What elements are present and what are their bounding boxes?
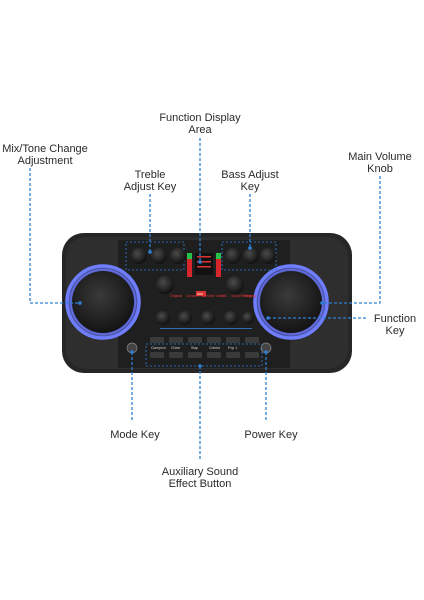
label-function-key-line1: Function (373, 313, 417, 325)
print-singing: Singing (244, 294, 256, 298)
label-main-volume-line2: Knob (367, 163, 393, 175)
label-mix-tone-line2: Adjustment (17, 155, 73, 167)
label-bass: Bass Adjust Key (210, 169, 290, 193)
print-concert: Concert Hall (186, 294, 205, 298)
mic-knob-right[interactable] (226, 276, 244, 294)
function-key-row[interactable] (156, 311, 254, 329)
print-original: Original (170, 294, 182, 298)
aux-label-3: Slap (191, 346, 198, 350)
aux-button-row[interactable] (145, 337, 263, 367)
print-mc: MC (222, 294, 228, 298)
aux-label-5: Pop 1 (228, 346, 237, 350)
label-bass-line2: Key (240, 181, 260, 193)
label-aux-sound-line1: Auxiliary Sound (161, 466, 239, 478)
print-vocal: Vocal Reverb (231, 294, 252, 298)
aux-label-2: Cheer (171, 346, 181, 350)
label-function-display-line1: Function Display (159, 112, 241, 124)
label-main-volume: Main Volume Knob (338, 151, 422, 175)
bass-knobs[interactable] (221, 241, 277, 271)
label-bass-line1: Bass Adjust (221, 169, 279, 181)
label-function-key-line2: Key (385, 325, 405, 337)
label-aux-sound: Auxiliary Sound Effect Button (145, 466, 255, 490)
label-function-display-line2: Area (188, 124, 212, 136)
right-jog-wheel[interactable] (253, 264, 329, 340)
label-mode-key: Mode Key (110, 429, 160, 441)
label-mix-tone-line1: Mix/Tone Change (2, 143, 88, 155)
aux-label-4: Cdedol (209, 346, 220, 350)
print-brand: ooo (197, 292, 203, 296)
label-function-key: Function Key (366, 313, 424, 337)
treble-knobs[interactable] (125, 241, 186, 271)
left-jog-wheel[interactable] (65, 264, 141, 340)
label-treble-line1: Treble (134, 169, 166, 181)
label-treble: Treble Adjust Key (110, 169, 190, 193)
label-mix-tone: Mix/Tone Change Adjustment (0, 143, 90, 167)
label-function-display: Function Display Area (150, 112, 250, 136)
mic-knob-left[interactable] (156, 276, 174, 294)
brand-badge (196, 291, 206, 296)
label-aux-sound-line2: Effect Button (168, 478, 232, 490)
print-electro: Electric Voice (203, 294, 224, 298)
label-main-volume-line1: Main Volume (348, 151, 412, 163)
label-treble-line2: Adjust Key (123, 181, 177, 193)
aux-label-1: Clamphol (151, 346, 166, 350)
label-power-key: Power Key (244, 429, 298, 441)
